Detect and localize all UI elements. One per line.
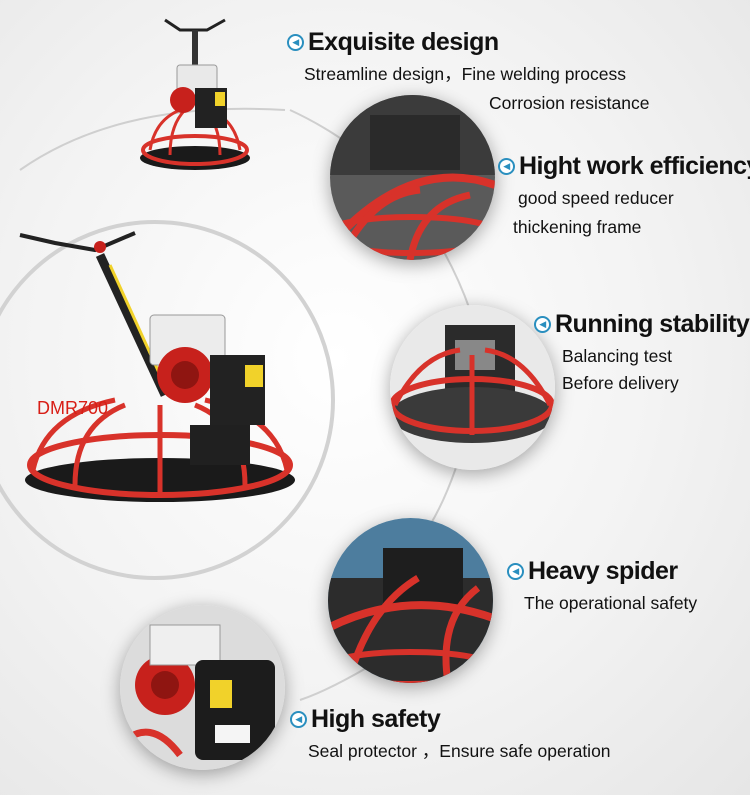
trowel-machine-small-image <box>140 18 250 170</box>
feature-running-stability: ◀Running stability Balancing test Before… <box>534 310 750 397</box>
feature-line: thickening frame <box>513 217 642 237</box>
feature-heavy-spider: ◀Heavy spider The operational safety <box>507 557 697 617</box>
feature-title: Running stability <box>555 310 750 338</box>
left-arrow-circle-icon: ◀ <box>498 158 515 175</box>
feature-title: High safety <box>311 705 441 733</box>
feature-title: Exquisite design <box>308 28 499 56</box>
spider-detail-photo <box>328 518 493 683</box>
welding-detail-photo <box>330 95 495 260</box>
balancing-detail-photo <box>390 305 555 470</box>
feature-exquisite-design: ◀Exquisite design Streamline design，Fine… <box>287 28 649 117</box>
feature-line: good speed reducer <box>518 188 674 208</box>
feature-line: Corrosion resistance <box>489 93 650 113</box>
left-arrow-circle-icon: ◀ <box>287 34 304 51</box>
feature-line: Streamline design，Fine welding process <box>304 64 626 84</box>
left-arrow-circle-icon: ◀ <box>290 711 307 728</box>
feature-line: The operational safety <box>524 593 698 613</box>
feature-line: Balancing test <box>562 346 672 366</box>
feature-high-safety: ◀High safety Seal protector ，Ensure safe… <box>290 705 611 765</box>
feature-work-efficiency: ◀Hight work efficiency good speed reduce… <box>498 152 750 241</box>
left-arrow-circle-icon: ◀ <box>507 563 524 580</box>
feature-line: Before delivery <box>562 373 679 393</box>
feature-title: Heavy spider <box>528 557 678 585</box>
feature-title: Hight work efficiency <box>519 152 750 180</box>
model-label: DMR700 <box>37 398 109 418</box>
safety-detail-photo <box>120 605 285 770</box>
left-arrow-circle-icon: ◀ <box>534 316 551 333</box>
feature-line: Seal protector ，Ensure safe operation <box>308 741 611 761</box>
trowel-machine-main-image <box>19 231 295 502</box>
